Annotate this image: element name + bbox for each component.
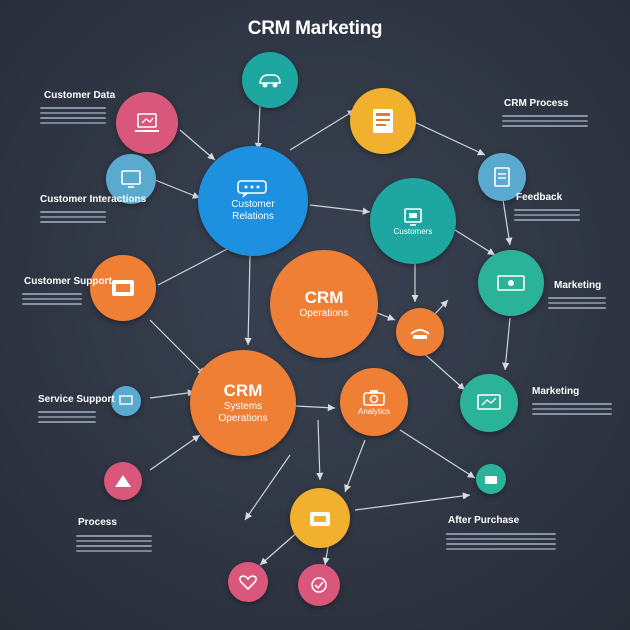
node-subtitle: Operations xyxy=(299,308,349,319)
node-orange-left[interactable] xyxy=(90,255,156,321)
node-pink-bottom-left[interactable] xyxy=(228,562,268,602)
label-marketing-right: Marketing xyxy=(532,386,580,397)
label-after-purchase: After Purchase xyxy=(448,515,520,526)
text-lines xyxy=(40,208,106,226)
bag-icon xyxy=(485,476,497,484)
node-light-blue-right[interactable] xyxy=(478,153,526,201)
screen-icon xyxy=(121,170,141,188)
hand-icon xyxy=(410,329,430,339)
text-lines xyxy=(38,408,96,426)
node-title: Customers xyxy=(393,226,433,236)
text-lines xyxy=(22,290,82,308)
heart-icon xyxy=(311,577,327,593)
monitor-icon xyxy=(119,395,133,405)
text-lines xyxy=(446,530,556,553)
node-pink-process[interactable] xyxy=(104,462,142,500)
text-lines xyxy=(514,206,580,224)
node-teal-marketing[interactable] xyxy=(460,374,518,432)
label-feedback: Feedback xyxy=(516,192,563,203)
label-service-support: Service Support xyxy=(38,394,115,405)
node-pink-bottom-right[interactable] xyxy=(298,564,340,606)
label-crm-process: CRM Process xyxy=(504,98,569,109)
file-icon xyxy=(494,167,510,187)
heart-icon xyxy=(239,575,257,591)
doc-icon xyxy=(373,109,393,133)
node-light-blue-left[interactable] xyxy=(106,154,156,204)
node-title: CRM xyxy=(304,288,344,307)
label-customer-support: Customer Support xyxy=(24,276,112,287)
node-crm-core[interactable]: CRM Operations xyxy=(270,250,378,358)
box-icon xyxy=(112,280,134,296)
text-lines xyxy=(532,400,612,418)
node-title: Customer xyxy=(231,199,275,210)
node-teal-after[interactable] xyxy=(476,464,506,494)
node-analytics[interactable]: Analytics xyxy=(340,368,408,436)
monitor-icon xyxy=(402,207,424,227)
node-title: CRM xyxy=(223,381,263,400)
laptop-icon xyxy=(135,113,159,132)
label-marketing: Marketing xyxy=(554,280,602,291)
node-crm-systems[interactable]: CRM Systems Operations xyxy=(190,350,296,456)
text-lines xyxy=(76,532,152,555)
node-subtitle: Relations xyxy=(232,211,274,222)
node-teal-right[interactable] xyxy=(478,250,544,316)
label-customer-data: Customer Data xyxy=(44,90,116,101)
node-top-teal[interactable] xyxy=(242,52,298,108)
node-subtitle: Systems Operations xyxy=(218,401,268,424)
money-icon xyxy=(497,275,525,291)
diagram-title: CRM Marketing xyxy=(247,18,383,39)
package-icon xyxy=(115,475,131,487)
package-icon xyxy=(310,512,330,526)
node-orange-small[interactable] xyxy=(396,308,444,356)
chat-icon xyxy=(236,179,270,199)
text-lines xyxy=(40,104,106,127)
car-icon xyxy=(259,74,281,88)
node-light-blue-mid[interactable] xyxy=(111,386,141,416)
camera-icon xyxy=(362,389,386,407)
label-customer-interactions: Customer Interactions xyxy=(40,194,147,205)
text-lines xyxy=(548,294,606,312)
label-process: Process xyxy=(78,517,117,528)
node-title: Analytics xyxy=(357,406,390,416)
node-customers[interactable]: Customers xyxy=(370,178,456,264)
text-lines xyxy=(502,112,588,130)
screen-icon xyxy=(477,394,501,410)
node-pink-top[interactable] xyxy=(116,92,178,154)
node-customer-relations[interactable]: Customer Relations xyxy=(198,146,308,256)
node-yellow-bottom[interactable] xyxy=(290,488,350,548)
node-yellow-top[interactable] xyxy=(350,88,416,154)
